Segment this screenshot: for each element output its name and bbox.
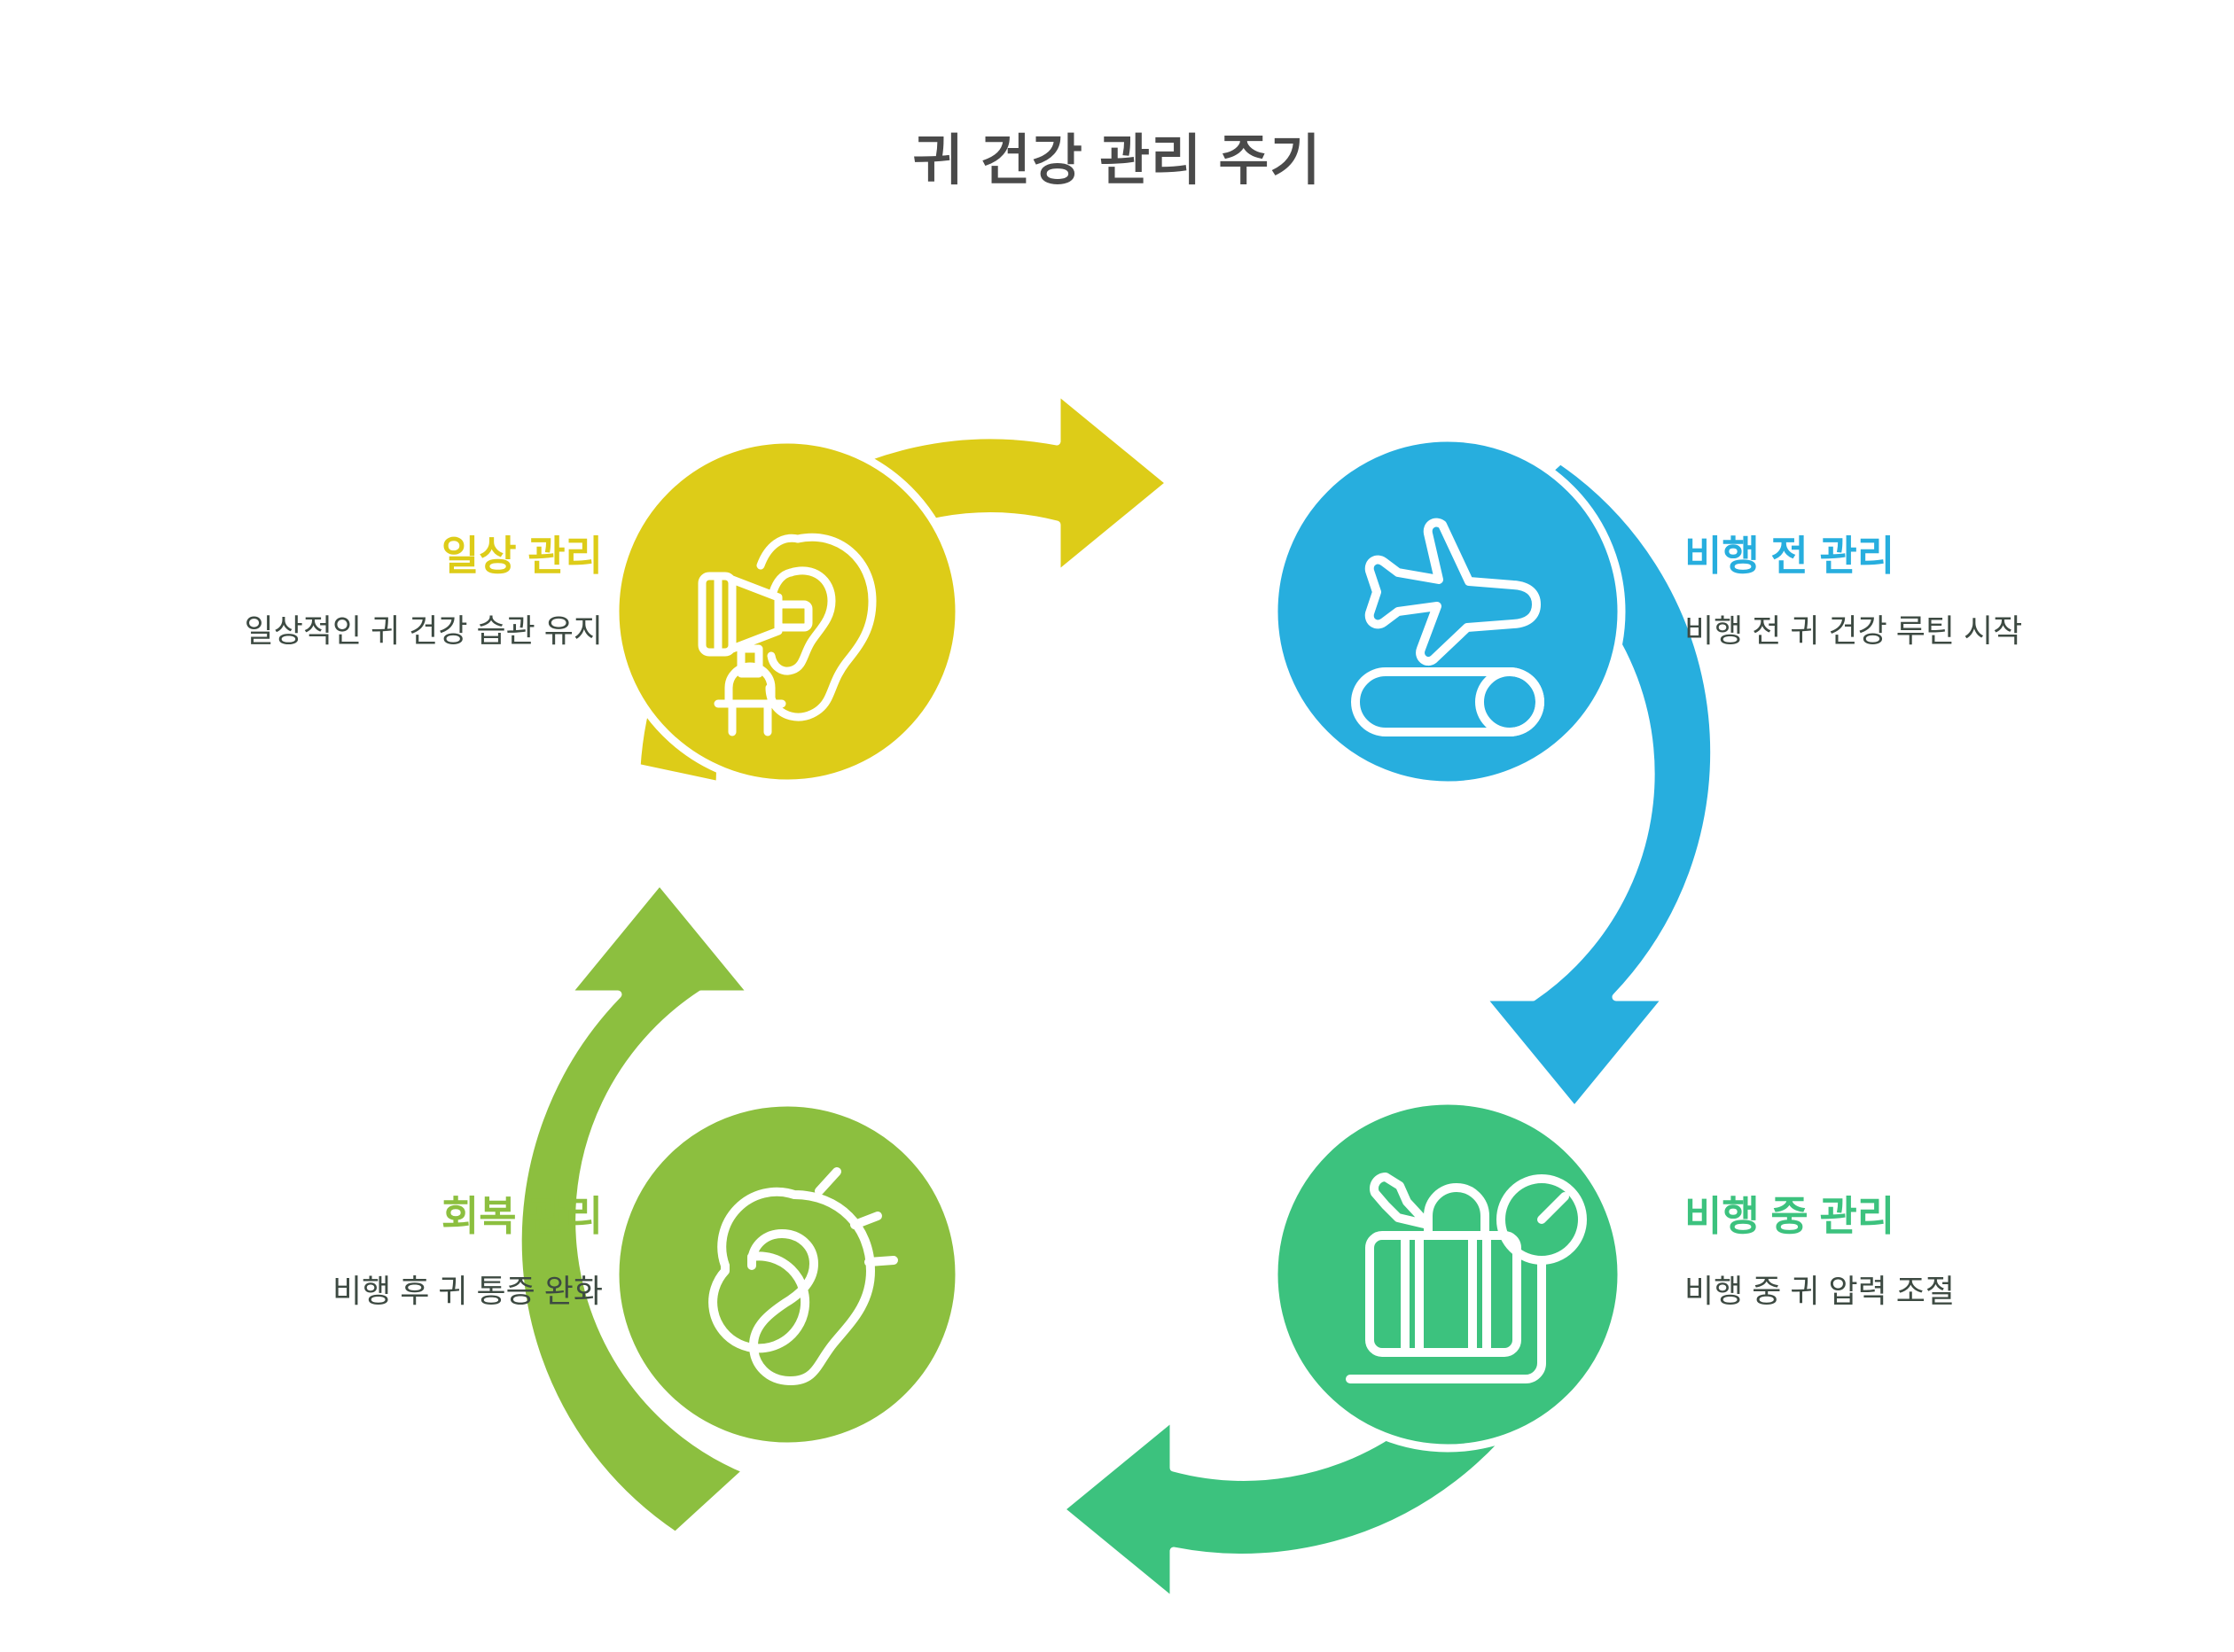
- page-title: 귀 건강 관리 주기: [912, 130, 1322, 191]
- label-desc-recovery: 비행 후 귀 통증 완화: [332, 1273, 603, 1310]
- luggage-scale-icon: [1346, 1173, 1587, 1383]
- ear-pain-icon: [708, 1167, 898, 1385]
- step-circle-in-flight[interactable]: [1269, 1096, 1626, 1453]
- label-desc-in-flight: 비행 중 귀 압력 조절: [1684, 1273, 1955, 1310]
- label-desc-pre-flight: 비행 전 귀 건강 루틴 시작: [1684, 612, 2023, 650]
- label-daily-care: 일상 관리 일상적인 귀 건강 습관 유지: [53, 532, 603, 652]
- label-title-pre-flight: 비행 전 관리: [1684, 533, 1895, 579]
- label-title-in-flight: 비행 중 관리: [1684, 1193, 1895, 1239]
- arrow-recovery-to-daily: [513, 877, 757, 1540]
- label-in-flight: 비행 중 관리 비행 중 귀 압력 조절: [1684, 1192, 2234, 1313]
- step-circle-daily-care[interactable]: [611, 435, 964, 788]
- airplane-takeoff-icon: [1351, 518, 1544, 736]
- step-circle-recovery[interactable]: [611, 1098, 964, 1451]
- label-title-daily-care: 일상 관리: [441, 533, 603, 579]
- label-title-recovery: 회복 관리: [441, 1193, 603, 1239]
- label-pre-flight: 비행 전 관리 비행 전 귀 건강 루틴 시작: [1684, 532, 2234, 652]
- otoscope-ear-icon: [698, 533, 877, 736]
- step-circle-pre-flight[interactable]: [1269, 433, 1626, 790]
- label-recovery: 회복 관리 비행 후 귀 통증 완화: [53, 1192, 603, 1313]
- label-desc-daily-care: 일상적인 귀 건강 습관 유지: [244, 612, 603, 650]
